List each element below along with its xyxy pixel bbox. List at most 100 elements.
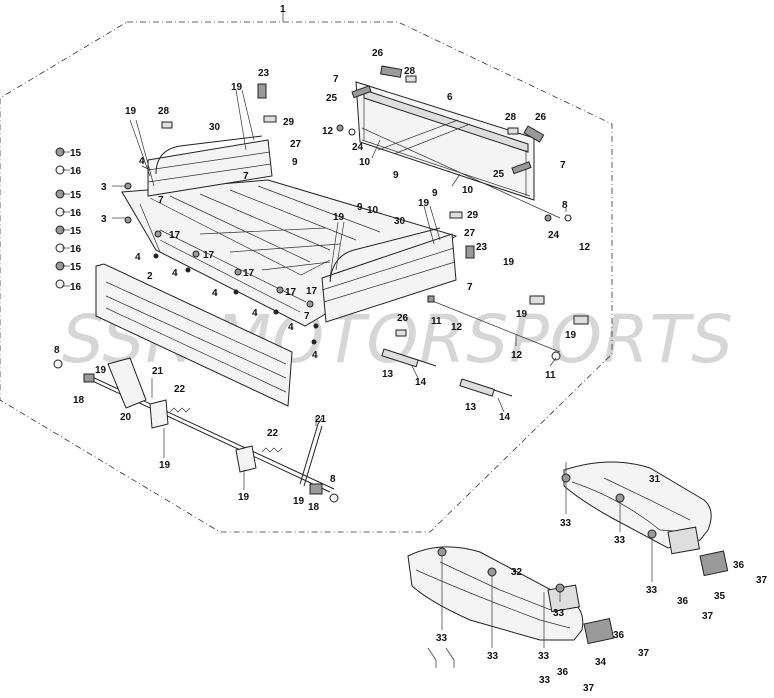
callout-33: 33 — [487, 651, 499, 662]
callout-21: 21 — [315, 414, 327, 425]
callout-labels: 1 2 3 3 4 4 4 4 4 4 4 6 7 7 7 7 7 7 8 8 … — [54, 4, 768, 694]
callout-19: 19 — [565, 330, 577, 341]
callout-4: 4 — [288, 322, 294, 333]
callout-23: 23 — [258, 68, 270, 79]
callout-14: 14 — [415, 377, 427, 388]
callout-4: 4 — [135, 252, 141, 263]
callout-8: 8 — [562, 200, 568, 211]
callout-16: 16 — [70, 244, 82, 255]
callout-19: 19 — [516, 309, 528, 320]
callout-4: 4 — [312, 350, 318, 361]
callout-8: 8 — [330, 474, 336, 485]
callout-19: 19 — [293, 496, 305, 507]
callout-24: 24 — [352, 142, 364, 153]
callout-18: 18 — [308, 502, 320, 513]
callout-19: 19 — [95, 365, 107, 376]
callout-13: 13 — [465, 402, 477, 413]
callout-19: 19 — [333, 212, 345, 223]
callout-16: 16 — [70, 166, 82, 177]
callout-33: 33 — [560, 518, 572, 529]
callout-10: 10 — [462, 185, 474, 196]
headboard-frame — [355, 81, 535, 201]
callout-14: 14 — [499, 412, 511, 423]
callout-22: 22 — [174, 384, 186, 395]
callout-25: 25 — [326, 93, 338, 104]
callout-19: 19 — [159, 460, 171, 471]
callout-33: 33 — [614, 535, 626, 546]
callout-26: 26 — [397, 313, 409, 324]
callout-30: 30 — [209, 122, 221, 133]
callout-18: 18 — [73, 395, 85, 406]
callout-20: 20 — [120, 412, 132, 423]
callout-4: 4 — [212, 288, 218, 299]
callout-26: 26 — [535, 112, 547, 123]
callout-36: 36 — [557, 667, 569, 678]
callout-33: 33 — [646, 585, 658, 596]
callout-37: 37 — [702, 611, 714, 622]
gas-strut-upper — [381, 348, 437, 368]
callout-12: 12 — [511, 350, 523, 361]
assembly-boundary — [0, 21, 613, 533]
callout-13: 13 — [382, 369, 394, 380]
callout-11: 11 — [431, 316, 442, 327]
fender-left-32 — [407, 546, 615, 668]
callout-6: 6 — [447, 92, 453, 103]
callout-12: 12 — [322, 126, 334, 137]
callout-9: 9 — [292, 157, 298, 168]
gas-strut-lower — [459, 378, 513, 397]
callout-35: 35 — [714, 591, 726, 602]
callout-9: 9 — [393, 170, 399, 181]
callout-32: 32 — [511, 567, 523, 578]
callout-7: 7 — [333, 74, 339, 85]
callout-28: 28 — [505, 112, 517, 123]
callout-8: 8 — [54, 345, 60, 356]
callout-34: 34 — [595, 657, 607, 668]
leader-lines — [62, 89, 653, 648]
callout-17: 17 — [285, 287, 297, 298]
callout-25: 25 — [493, 169, 505, 180]
callout-22: 22 — [267, 428, 279, 439]
callout-19: 19 — [503, 257, 515, 268]
callout-15: 15 — [70, 148, 82, 159]
side-panel-right — [321, 227, 457, 323]
callout-29: 29 — [467, 210, 479, 221]
callout-19: 19 — [231, 82, 243, 93]
fender-right-31 — [563, 461, 729, 577]
bolt-line-hardware — [361, 127, 561, 361]
callout-4: 4 — [252, 308, 258, 319]
callout-36: 36 — [677, 596, 689, 607]
callout-37: 37 — [638, 648, 650, 659]
callout-29: 29 — [283, 117, 295, 128]
callout-15: 15 — [70, 262, 82, 273]
callout-9: 9 — [357, 202, 363, 213]
callout-28: 28 — [404, 66, 416, 77]
callout-17: 17 — [203, 250, 215, 261]
callout-15: 15 — [70, 190, 82, 201]
callout-7: 7 — [304, 311, 310, 322]
callout-28: 28 — [158, 106, 170, 117]
callout-17: 17 — [306, 286, 318, 297]
callout-17: 17 — [243, 268, 255, 279]
callout-12: 12 — [579, 242, 591, 253]
callout-19: 19 — [238, 492, 250, 503]
callout-21: 21 — [152, 366, 164, 377]
callout-16: 16 — [70, 208, 82, 219]
callout-36: 36 — [613, 630, 625, 641]
callout-19: 19 — [418, 198, 430, 209]
callout-24: 24 — [548, 230, 560, 241]
callout-27: 27 — [464, 228, 476, 239]
callout-7: 7 — [467, 282, 473, 293]
callout-19: 19 — [125, 106, 137, 117]
callout-12: 12 — [451, 322, 463, 333]
callout-36: 36 — [733, 560, 745, 571]
callout-4: 4 — [139, 156, 145, 167]
callout-2: 2 — [147, 271, 153, 282]
callout-7: 7 — [243, 171, 249, 182]
callout-27: 27 — [290, 139, 302, 150]
callout-10: 10 — [367, 205, 379, 216]
callout-3: 3 — [101, 182, 107, 193]
callout-31: 31 — [649, 474, 661, 485]
callout-11: 11 — [545, 370, 556, 381]
